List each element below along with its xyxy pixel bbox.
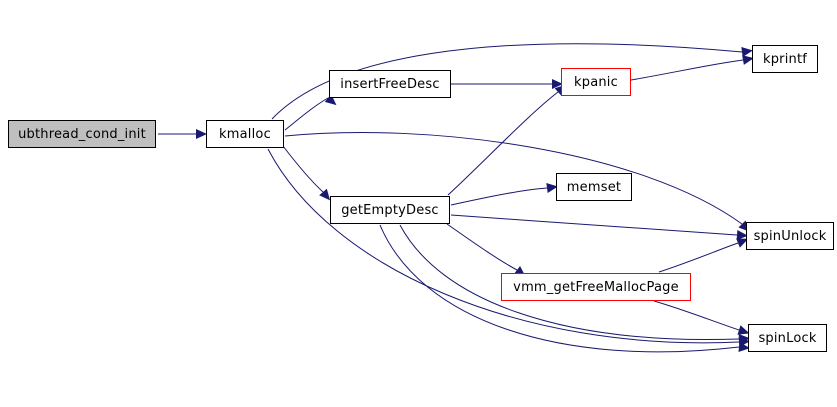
graph-node-label: getEmptyDesc [341, 202, 439, 218]
graph-node-label: vmm_getFreeMallocPage [513, 279, 679, 295]
graph-node-ubthread_cond_init[interactable]: ubthread_cond_init [8, 120, 156, 148]
call-edge [658, 242, 739, 273]
graph-node-vmm_getFreeMallocPage[interactable]: vmm_getFreeMallocPage [501, 273, 691, 301]
call-edge [450, 187, 548, 206]
graph-node-label: ubthread_cond_init [18, 126, 146, 142]
graph-node-spinLock[interactable]: spinLock [748, 324, 827, 352]
graph-node-kprintf[interactable]: kprintf [752, 45, 818, 73]
call-edge [284, 97, 329, 131]
graph-node-getEmptyDesc[interactable]: getEmptyDesc [330, 196, 450, 224]
call-edge [653, 300, 740, 331]
graph-node-label: spinUnlock [753, 228, 827, 244]
graph-node-label: kpanic [574, 74, 618, 90]
graph-node-label: kprintf [762, 51, 808, 67]
graph-node-label: insertFreeDesc [340, 76, 440, 92]
graph-node-insertFreeDesc[interactable]: insertFreeDesc [329, 70, 451, 98]
call-edge [446, 223, 518, 271]
graph-node-spinUnlock[interactable]: spinUnlock [746, 222, 834, 250]
call-edge [267, 148, 740, 344]
call-edge [282, 145, 324, 193]
graph-node-kpanic[interactable]: kpanic [561, 68, 631, 96]
graph-node-label: kmalloc [219, 126, 271, 142]
graph-node-memset[interactable]: memset [556, 173, 632, 201]
graph-node-kmalloc[interactable]: kmalloc [206, 120, 284, 148]
call-edge [450, 214, 738, 236]
graph-node-label: spinLock [758, 330, 817, 346]
graph-node-label: memset [566, 179, 622, 195]
call-edge [630, 59, 744, 81]
call-edge [447, 91, 559, 196]
